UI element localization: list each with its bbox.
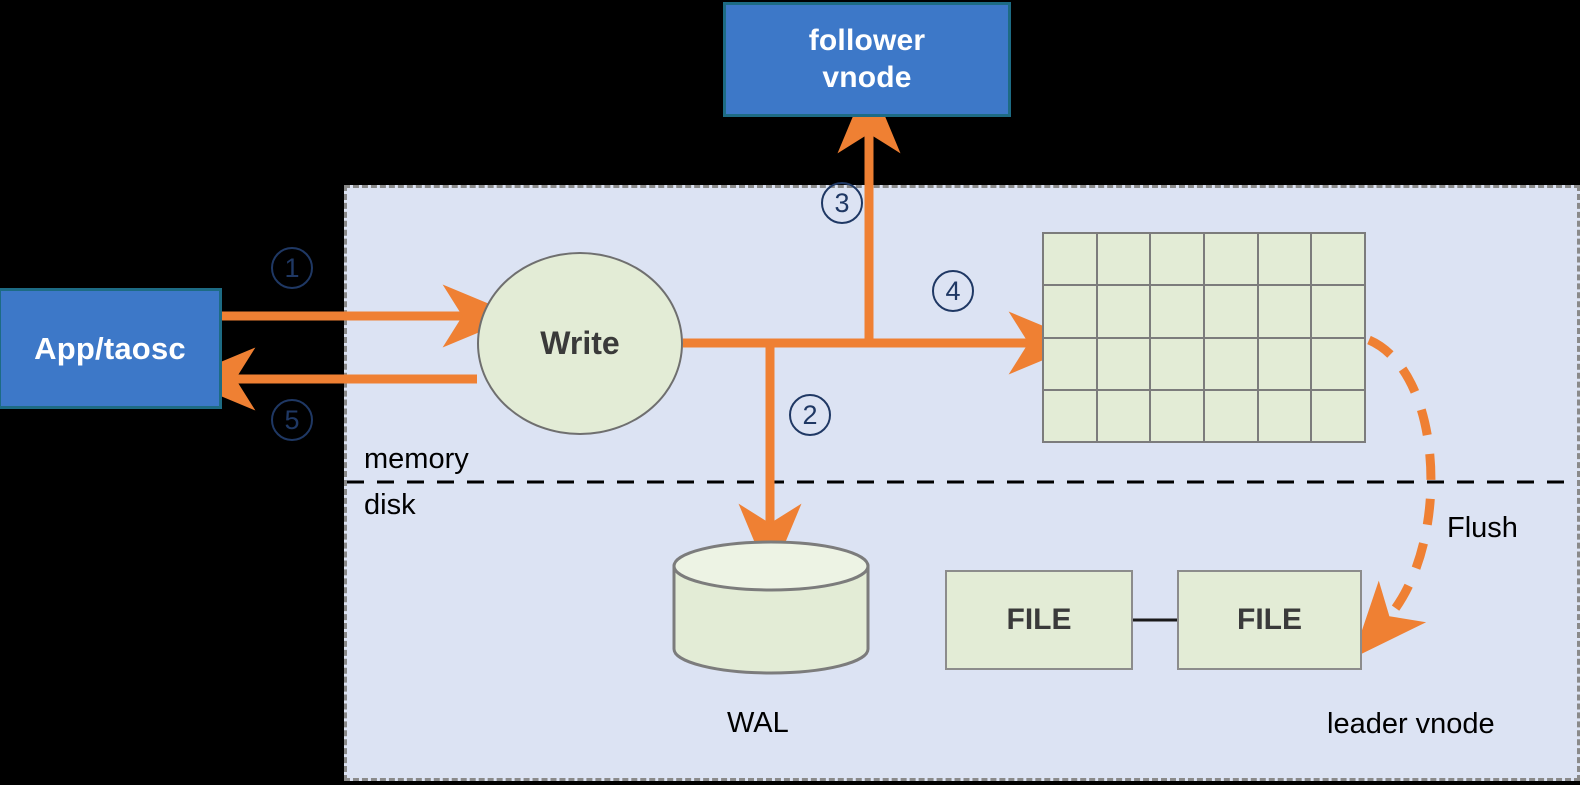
memtable-cell [1312, 338, 1364, 389]
memtable-cell [1044, 234, 1096, 285]
memtable-cell [1258, 338, 1311, 389]
memtable-cell [1151, 234, 1203, 285]
memtable-cell [1097, 234, 1150, 285]
memtable-cell [1312, 234, 1364, 285]
edge-flush-dashed [1352, 335, 1436, 659]
memtable-cell [1312, 390, 1364, 441]
step-marker-1: 1 [271, 247, 313, 289]
memtable-cell [1258, 234, 1311, 285]
wal-cylinder-body [672, 564, 870, 675]
leader-vnode-label: leader vnode [1327, 708, 1495, 740]
memory-label: memory [364, 443, 469, 475]
memtable-cell [1151, 286, 1203, 337]
step-marker-3: 3 [821, 182, 863, 224]
disk-label: disk [364, 489, 416, 521]
memtable-grid-node[interactable] [1042, 232, 1366, 443]
memtable-cell [1258, 286, 1311, 337]
step-marker-5: 5 [271, 399, 313, 441]
memtable-cell [1097, 390, 1150, 441]
memtable-cell [1097, 338, 1150, 389]
wal-label: WAL [727, 707, 789, 739]
memtable-cell [1044, 338, 1096, 389]
memtable-cell [1151, 338, 1203, 389]
step-marker-2: 2 [789, 394, 831, 436]
memtable-cell [1151, 390, 1203, 441]
memtable-cell [1312, 286, 1364, 337]
wal-cylinder-top [672, 540, 870, 592]
flush-label: Flush [1447, 512, 1518, 544]
memtable-cell [1044, 286, 1096, 337]
step-marker-4: 4 [932, 270, 974, 312]
wal-node[interactable] [672, 540, 870, 675]
memtable-cell [1205, 338, 1257, 389]
memtable-cell [1097, 286, 1150, 337]
memtable-cell [1205, 390, 1257, 441]
memtable-cell [1205, 234, 1257, 285]
memtable-cell [1205, 286, 1257, 337]
memtable-cell [1044, 390, 1096, 441]
memtable-cell [1258, 390, 1311, 441]
